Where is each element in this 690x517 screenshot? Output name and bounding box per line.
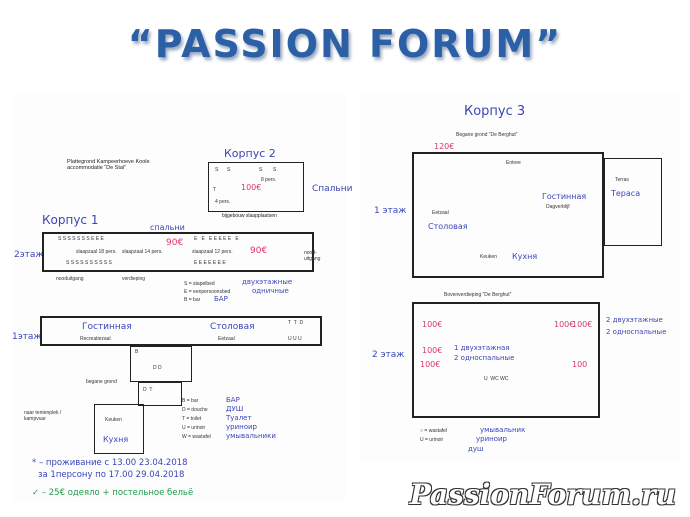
etazh1-left-label: 1этаж xyxy=(12,332,42,342)
spalni-right-label: Спальни xyxy=(312,184,353,194)
legend-eenpers-ru: одничные xyxy=(252,287,289,295)
watermark: PassionForum.ru xyxy=(409,478,676,511)
korpus1-ground-plan: Гостинная Recreatiezaal Столовая Eetzaal… xyxy=(40,316,322,346)
korpus1-label: Корпус 1 xyxy=(42,213,99,227)
korpus3-ground-plan: Entree Eetzaal Столовая Гостинная Dagver… xyxy=(412,152,604,278)
eetzaal-label: Eetzaal xyxy=(218,336,235,342)
korpus1-upper-plan: S S S S S S S E E E E E E E E E E E S S … xyxy=(42,232,314,272)
begane-grond-left: begane grond xyxy=(86,379,117,385)
terras-area: Terras Тераса xyxy=(604,158,662,246)
note-star-line1: * – проживание с 13.00 23.04.2018 xyxy=(32,458,188,468)
note-check: ✓ – 25€ одеяло + постельное бельё xyxy=(32,488,194,498)
terras-label: Terras xyxy=(615,177,629,183)
etazh1-right-label: 1 этаж xyxy=(374,206,407,216)
dagverblijf-label: Dagverblijf xyxy=(546,204,570,210)
korpus1-ground-small: D T xyxy=(138,382,182,406)
legend-b2-ru: БАР xyxy=(226,396,240,404)
tentenplek-label: naar tentenplek / kampvuur xyxy=(24,410,62,422)
gostinaya-right-label: Гостинная xyxy=(542,192,587,201)
legend-dush: душ xyxy=(468,445,484,453)
odno-label: 2 односпальные xyxy=(606,328,667,336)
nooduitgang-right: nood- uitgang xyxy=(304,250,321,262)
legend-wastafel-right-ru: умывальник xyxy=(480,426,526,434)
slaapzaal-18: slaapzaal 18 pers. xyxy=(76,249,117,255)
legend-stapelbed: S = stapelbed xyxy=(184,281,215,287)
verdieping-label: verdieping xyxy=(122,276,146,282)
keuken-right-label: Keuken xyxy=(480,254,497,260)
price-120: 120€ xyxy=(434,142,455,151)
price-90-a: 90€ xyxy=(166,238,184,248)
korpus2-price: 100€ xyxy=(241,183,262,192)
legend-eenpers: E = eenpersoonsbed xyxy=(184,289,231,295)
kuhnya-right-label: Кухня xyxy=(512,252,538,261)
legend-bar: B = bar xyxy=(184,297,201,303)
entree-label: Entree xyxy=(506,160,521,166)
korpus3-label: Корпус 3 xyxy=(464,104,526,119)
left-floorplan-sheet: Plattegrond Kampeerhoeve Koole accommoda… xyxy=(12,92,352,502)
center-note-1: 1 двухэтажная xyxy=(454,344,510,352)
korpus2-label: Корпус 2 xyxy=(224,147,276,160)
spalni-top-label: спальни xyxy=(150,223,185,232)
legend-urinoir: U = urinoir xyxy=(182,425,206,431)
price-90-b: 90€ xyxy=(250,246,268,256)
p100-f: 100 xyxy=(572,360,588,369)
p100-b: 100€ xyxy=(422,346,443,355)
eetzaal-right-label: Eetzaal xyxy=(432,210,449,216)
p100-a: 100€ xyxy=(422,320,443,329)
korpus1-ground-annex: B D D xyxy=(130,346,192,382)
p100-e: 100€ xyxy=(572,320,593,329)
legend-urinoir-ru: уриноир xyxy=(226,423,257,431)
legend-bar-ru: БАР xyxy=(214,295,228,303)
legend-douche: D = douche xyxy=(182,407,208,413)
kuhnya-label: Кухня xyxy=(103,435,129,444)
legend-toilet-ru: Туалет xyxy=(226,414,252,422)
nooduitgang-left: nooduitgang xyxy=(56,276,84,282)
legend-urinoir-right-ru: уриноир xyxy=(476,435,507,443)
etazh2-left-label: 2этаж xyxy=(14,250,44,260)
note-star-line2: за 1персону по 17.00 29.04.2018 xyxy=(38,470,185,480)
dvuh-label: 2 двухэтажные xyxy=(606,316,663,324)
korpus3-upper-plan: 100€ 100€ 100€ 100€ 100€ 100 1 двухэтажн… xyxy=(412,302,600,418)
begane-grond-right: Begane grond “De Berghut” xyxy=(456,132,518,138)
legend-wastafel-right: ○ = wastafel xyxy=(420,428,448,434)
korpus2-plan: S S S S 8 pers. T 4 pers. 100€ xyxy=(208,162,304,212)
legend-urinoir-right: U = urinoir xyxy=(420,437,444,443)
legend-douche-ru: ДУШ xyxy=(226,405,244,413)
recreatiezaal-label: Recreatiezaal xyxy=(80,336,111,342)
page-title: “PASSION FORUM” xyxy=(127,22,563,66)
keuken-room: Keuken Кухня xyxy=(94,404,144,454)
etazh2-right-label: 2 этаж xyxy=(372,350,405,360)
legend-wastafel-ru: умывальники xyxy=(226,432,276,440)
stolovaya-right-label: Столовая xyxy=(428,222,468,231)
p100-d: 100€ xyxy=(554,320,575,329)
center-note-2: 2 односпальные xyxy=(454,354,515,362)
p100-c: 100€ xyxy=(420,360,441,369)
legend-wastafel: W = wastafel xyxy=(182,434,211,440)
legend-stapelbed-ru: двухэтажные xyxy=(242,278,293,286)
terasa-label: Тераса xyxy=(611,189,641,198)
keuken-label: Keuken xyxy=(105,417,122,423)
bovenverdieping-label: Bovenverdieping “De Berghut” xyxy=(444,292,512,298)
legend-toilet: T = toilet xyxy=(182,416,202,422)
slaapzaal-12: slaapzaal 12 pers. xyxy=(192,249,233,255)
gostinaya-label: Гостинная xyxy=(82,322,132,332)
legend-b2: B = bar xyxy=(182,398,199,404)
bijgebouw-label: bijgebouw slaapplaatsen xyxy=(222,213,277,219)
right-floorplan-sheet: Корпус 3 Begane grond “De Berghut” 120€ … xyxy=(360,92,680,462)
slaapzaal-14: slaapzaal 14 pers. xyxy=(122,249,163,255)
stolovaya-label: Столовая xyxy=(210,322,255,332)
plan-caption: Plattegrond Kampeerhoeve Koole accommoda… xyxy=(67,159,150,171)
